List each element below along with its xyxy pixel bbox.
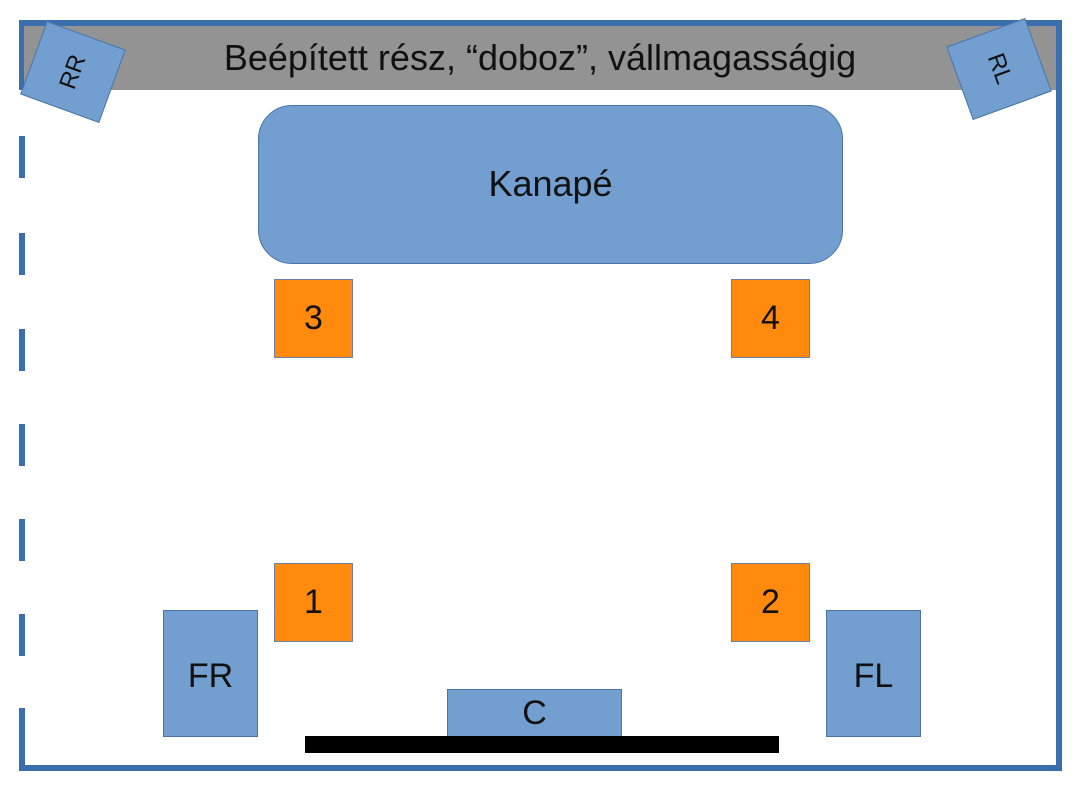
speaker-rr-label: RR (53, 50, 92, 93)
speaker-fl: FL (826, 610, 921, 737)
wall-dash (19, 614, 25, 656)
room-wall-bottom (19, 765, 1062, 771)
wall-dash (19, 233, 25, 275)
speaker-fr-label: FR (187, 657, 234, 695)
position-3: 3 (274, 279, 353, 358)
speaker-rl-label: RL (981, 49, 1018, 88)
position-2: 2 (731, 563, 810, 642)
room-wall-right (1056, 20, 1062, 771)
builtin-box-label: Beépített rész, “doboz”, vállmagasságig (223, 37, 857, 78)
wall-dash (19, 136, 25, 178)
position-4-label: 4 (761, 299, 780, 337)
wall-dash (19, 329, 25, 371)
position-1: 1 (274, 563, 353, 642)
sofa-label: Kanapé (488, 162, 613, 204)
speaker-fr: FR (163, 610, 258, 737)
position-3-label: 3 (304, 299, 323, 337)
wall-dash (19, 20, 25, 90)
position-2-label: 2 (761, 583, 780, 621)
wall-dash (19, 708, 25, 771)
wall-dash (19, 519, 25, 561)
speaker-c-label: C (522, 693, 547, 732)
speaker-c: C (447, 689, 622, 737)
sofa: Kanapé (258, 105, 843, 264)
position-1-label: 1 (304, 583, 323, 621)
speaker-fl-label: FL (853, 657, 894, 695)
builtin-box: Beépített rész, “doboz”, vállmagasságig (24, 26, 1056, 90)
position-4: 4 (731, 279, 810, 358)
wall-dash (19, 424, 25, 466)
tv-screen-bar (305, 736, 779, 753)
room-wall-top (19, 20, 1062, 26)
